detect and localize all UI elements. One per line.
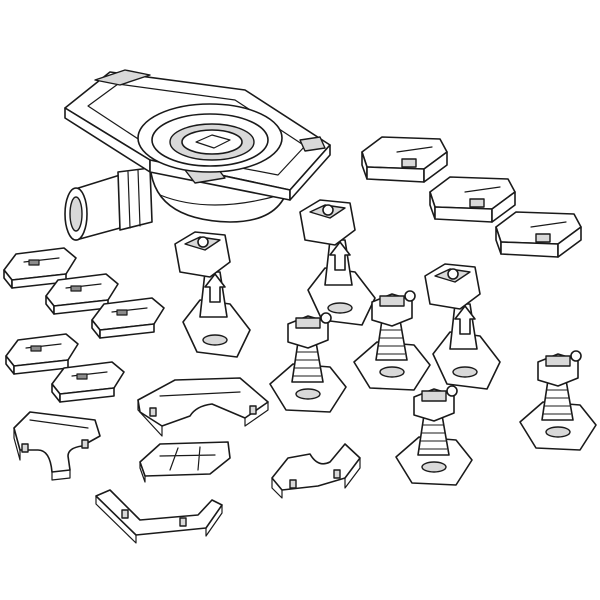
base-frame-bottom: [95, 489, 223, 544]
height-block-1: [361, 136, 448, 183]
small-spacer-4: [5, 333, 79, 375]
adjustable-foot-screw-1: [269, 312, 347, 413]
base-frame-center: [137, 377, 269, 437]
adjustable-foot-arrow-1: [174, 231, 251, 358]
height-block-2: [429, 176, 516, 223]
adjustable-foot-arrow-3: [424, 263, 501, 390]
base-frame-left: [13, 411, 101, 481]
small-spacer-5: [51, 361, 125, 403]
drain-outlet-pipe: [64, 167, 153, 241]
adjustable-foot-arrow-2: [299, 199, 376, 326]
small-spacer-1: [3, 247, 77, 289]
small-spacer-2: [45, 273, 119, 315]
base-frame-right: [271, 443, 361, 499]
adjustable-foot-screw-4: [519, 350, 597, 451]
small-spacer-3: [91, 297, 165, 339]
adjustable-foot-screw-2: [353, 290, 431, 391]
drain-ring: [137, 103, 283, 173]
drain-body: [64, 69, 331, 241]
height-block-3: [495, 211, 582, 258]
base-plate-small: [139, 441, 231, 483]
adjustable-foot-screw-3: [395, 385, 473, 486]
